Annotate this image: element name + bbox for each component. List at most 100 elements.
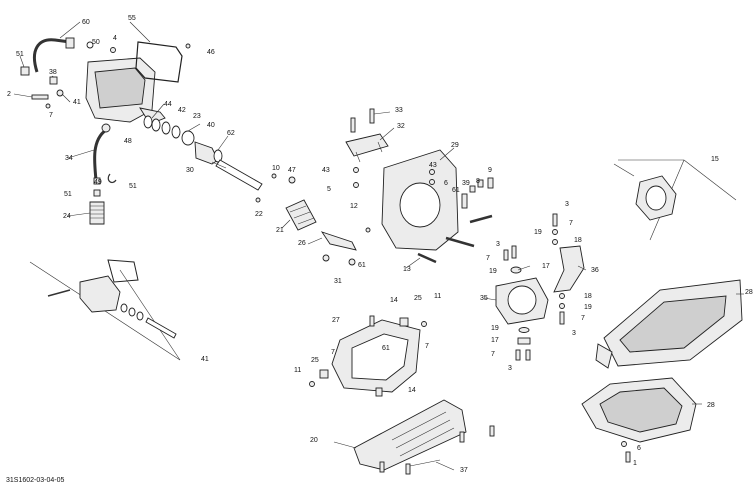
callout-label: 19	[489, 268, 497, 275]
cover-28-top-inner	[619, 295, 727, 353]
inset-ring-b	[128, 307, 136, 317]
callout-label: 9	[488, 167, 492, 174]
shaft	[215, 159, 263, 191]
callout-label: 40	[207, 122, 215, 129]
callout-label: 28	[707, 402, 715, 409]
inset-ring-a	[120, 303, 128, 313]
callout-label: 51	[129, 183, 137, 190]
callout-label: 14	[408, 387, 416, 394]
leader-lines	[13, 21, 744, 471]
callout-label: 37	[460, 467, 468, 474]
callout-label: 49	[94, 179, 102, 186]
callout-label: 3	[565, 201, 569, 208]
callout-label: 43	[429, 162, 437, 169]
callout-label: 7	[581, 315, 585, 322]
callout-label: 51	[64, 191, 72, 198]
callout-label: 50	[92, 39, 100, 46]
callout-label: 13	[403, 266, 411, 273]
nut-8	[477, 179, 484, 188]
callout-label: 47	[288, 167, 296, 174]
callout-label: 48	[124, 138, 132, 145]
callout-label: 7	[569, 220, 573, 227]
callout-label: 7	[49, 112, 53, 119]
callout-label: 41	[201, 356, 209, 363]
inset-screw	[47, 289, 71, 297]
sensor-15-bore	[645, 185, 667, 211]
callout-label: 7	[331, 349, 335, 356]
screw-37c	[379, 461, 385, 473]
washer-7	[45, 103, 51, 109]
grommet-25b	[319, 369, 329, 379]
washer-19a	[510, 266, 522, 274]
screw-14b	[375, 387, 383, 397]
callout-label: 61	[358, 262, 366, 269]
callout-label: 23	[193, 113, 201, 120]
fitting-38	[49, 76, 58, 85]
callout-label: 19	[534, 229, 542, 236]
callout-label: 11	[434, 293, 441, 300]
throttle-body-35-bore	[507, 285, 537, 315]
leader-41b	[119, 269, 181, 361]
bracket-32-legs	[355, 141, 383, 163]
washer-18b	[559, 293, 565, 299]
fitting-30	[194, 141, 219, 165]
callout-label: 29	[451, 142, 459, 149]
callout-label: 3	[572, 330, 576, 337]
ring-44b	[151, 118, 161, 132]
cover-28-bottom-inner	[599, 387, 683, 433]
callout-label: 22	[255, 211, 263, 218]
callout-label: 19	[491, 325, 499, 332]
clip-17	[517, 337, 531, 345]
screw-33a	[369, 108, 375, 124]
screw-33b	[350, 117, 356, 133]
washer-6b	[621, 441, 627, 447]
clamp-60	[65, 37, 75, 49]
callout-label: 7	[491, 351, 495, 358]
callout-label: 55	[128, 15, 136, 22]
callout-label: 5	[327, 186, 331, 193]
callout-label: 42	[178, 107, 186, 114]
grommet-25a	[399, 317, 409, 327]
callout-label: 26	[298, 240, 306, 247]
gasket-55	[135, 41, 183, 83]
screw-46	[185, 43, 191, 49]
screw-11a	[421, 321, 427, 327]
callout-label: 62	[227, 130, 235, 137]
callout-label: 21	[276, 227, 284, 234]
screw-37b	[489, 425, 495, 437]
bolt-b	[445, 236, 475, 248]
callout-label: 10	[272, 165, 280, 172]
screw-3a	[511, 245, 517, 259]
callout-label: 3	[508, 365, 512, 372]
bracket-36	[553, 245, 585, 293]
callout-label: 61	[452, 187, 460, 194]
callout-label: 1	[633, 460, 637, 467]
screw-14a	[369, 315, 375, 327]
washer-39	[469, 185, 476, 193]
callout-label: 6	[444, 180, 448, 187]
screw-4	[110, 47, 116, 53]
bellows-24-ribs	[90, 205, 104, 219]
screw-12	[365, 227, 371, 233]
clamp-51c	[93, 189, 101, 197]
callout-label: 8	[476, 178, 480, 185]
callout-label: 11	[294, 367, 301, 374]
clamp-49	[93, 177, 101, 185]
bolt-13	[417, 252, 437, 264]
pump-housing-face	[94, 67, 146, 109]
screw-10	[271, 173, 277, 179]
inset-pump	[79, 275, 121, 313]
callout-label: 17	[542, 263, 550, 270]
cover-28-top-flange	[595, 343, 613, 369]
leader-15b	[683, 159, 737, 201]
screw-61	[461, 193, 468, 209]
boot-21-ribs	[289, 205, 315, 225]
callout-label: 19	[584, 304, 592, 311]
callout-label: 6	[637, 445, 641, 452]
washer-18	[552, 239, 558, 245]
bellows-24	[89, 201, 105, 225]
cover-20-ribs	[391, 411, 455, 457]
plug-41	[56, 89, 64, 97]
